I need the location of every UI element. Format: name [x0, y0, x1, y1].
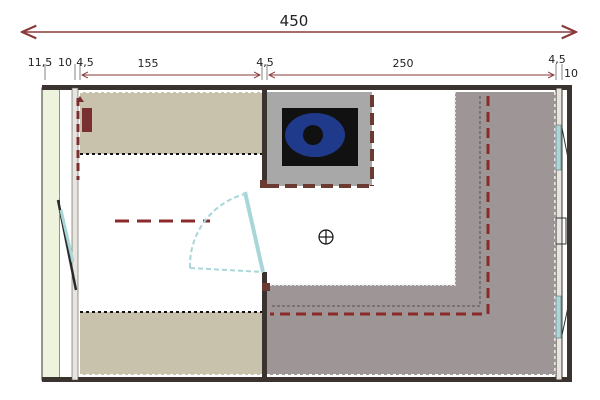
stove-burner [303, 125, 323, 145]
bottom-left-bench-surface [80, 312, 262, 375]
overall-dimension-label: 450 [280, 12, 309, 30]
terrace-strip [41, 87, 61, 381]
sauna-stove-icon [267, 92, 374, 188]
dim-label-11-5: 11,5 [28, 56, 53, 69]
right-vent [555, 217, 567, 245]
right-window-bottom [555, 295, 562, 339]
l-bench-surface [267, 92, 555, 375]
overall-dimension: 450 [22, 12, 576, 32]
bottom-left-bench [80, 311, 262, 376]
dim-label-10-left: 10 [58, 56, 72, 69]
right-window-top [555, 124, 562, 171]
crosshair-circle-icon [318, 229, 334, 245]
dim-label-155: 155 [138, 57, 159, 70]
dim-label-4-5-middle: 4,5 [256, 56, 274, 69]
bench-heater-box [82, 108, 92, 132]
right-windows [555, 124, 571, 339]
dim-label-4-5-right: 4,5 [548, 53, 566, 66]
bottom-wall [42, 377, 572, 382]
partition-wall-bottom [262, 272, 267, 380]
right-wall-outer [567, 88, 572, 380]
left-window [56, 199, 78, 291]
right-l-bench [267, 92, 556, 376]
left-wall [71, 87, 79, 381]
l-bench-dashed-line [270, 96, 490, 316]
top-wall [42, 85, 572, 90]
segment-dimensions: 11,5 10 4,5 155 4,5 250 4,5 10 [28, 53, 578, 80]
partition-wall-top [262, 88, 267, 188]
top-left-bench-surface [80, 92, 262, 154]
walls [42, 85, 572, 382]
door [188, 180, 270, 291]
door-swing-arc [188, 193, 246, 269]
dim-label-10-right: 10 [564, 67, 578, 80]
dim-label-4-5-left: 4,5 [76, 56, 94, 69]
dim-label-250: 250 [393, 57, 414, 70]
top-left-bench [76, 91, 262, 180]
door-leaf [243, 191, 265, 273]
